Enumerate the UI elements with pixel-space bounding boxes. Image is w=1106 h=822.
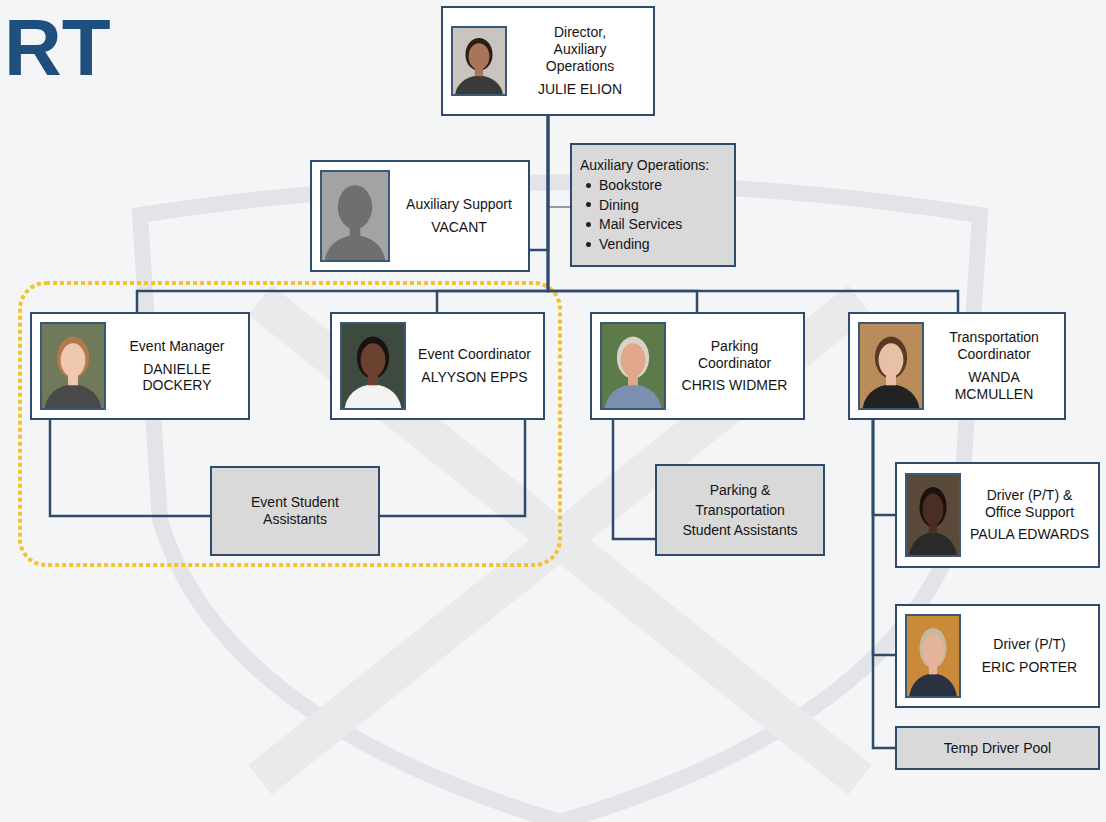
bullet-dot [586, 183, 591, 188]
org-connector [137, 116, 548, 312]
person-name: ALYYSON EPPS [421, 369, 527, 386]
group-box: Event Student Assistants [210, 466, 380, 556]
staff-box: Driver (P/T) ERIC PORTER [895, 604, 1100, 708]
group-title: Parking & Transportation Student Assista… [670, 480, 810, 541]
person-name: JULIE ELION [538, 81, 622, 98]
bullet-dot [586, 202, 591, 207]
text-column: Parking & Transportation Student Assista… [665, 480, 815, 541]
vacant-position-box: Auxiliary SupportVACANT [310, 160, 530, 272]
staff-box: Driver (P/T) & Office SupportPAULA EDWAR… [895, 462, 1100, 568]
portrait-photo [40, 322, 106, 410]
role-title: Auxiliary Support [406, 196, 512, 213]
group-box: Parking & Transportation Student Assista… [655, 464, 825, 556]
highlight-outline [20, 283, 560, 565]
person-name: ERIC PORTER [982, 659, 1077, 676]
staff-box: Event CoordinatorALYYSON EPPS [330, 312, 545, 420]
group-title: Temp Driver Pool [944, 740, 1051, 757]
director-box: Director, Auxiliary OperationsJULIE ELIO… [441, 6, 655, 116]
org-connector [613, 420, 655, 539]
role-title: Auxiliary Operations: [580, 157, 709, 174]
operations-list-box: Auxiliary Operations: BookstoreDiningMail… [570, 143, 736, 267]
person-name: CHRIS WIDMER [682, 377, 788, 394]
role-title: Driver (P/T) & Office Support [969, 487, 1090, 521]
text-column: Auxiliary SupportVACANT [398, 196, 520, 236]
bullet-row: Mail Services [580, 216, 682, 233]
org-connector [873, 420, 895, 655]
role-title: Director, Auxiliary Operations [530, 24, 630, 74]
bullet-dot [586, 242, 591, 247]
person-name: PAULA EDWARDS [970, 526, 1089, 543]
role-title: Transportation Coordinator [932, 329, 1056, 363]
text-column: Transportation CoordinatorWANDA MCMULLEN [932, 329, 1056, 402]
portrait-photo [905, 614, 961, 698]
text-column: Event ManagerDANIELLE DOCKERY [114, 338, 240, 394]
person-name: WANDA MCMULLEN [932, 369, 1056, 403]
org-connector [380, 420, 525, 516]
text-column: Director, Auxiliary OperationsJULIE ELIO… [515, 24, 645, 97]
text-column: Auxiliary Operations: BookstoreDiningMail… [580, 157, 726, 253]
portrait-photo [858, 322, 924, 410]
staff-box: Event ManagerDANIELLE DOCKERY [30, 312, 250, 420]
bullet-row: Dining [580, 197, 639, 214]
portrait-photo [600, 322, 666, 410]
org-connector [873, 420, 895, 515]
role-title: Event Coordinator [418, 346, 531, 363]
text-column: Temp Driver Pool [905, 740, 1090, 757]
portrait-photo [340, 322, 406, 410]
text-column: Driver (P/T) & Office SupportPAULA EDWAR… [969, 487, 1090, 543]
text-column: Driver (P/T) ERIC PORTER [969, 636, 1090, 676]
list-item: Bookstore [599, 177, 662, 194]
portrait-photo [451, 26, 507, 96]
group-title: Event Student Assistants [235, 494, 355, 528]
list-item: Mail Services [599, 216, 682, 233]
person-name: VACANT [431, 219, 487, 236]
org-connector [530, 116, 548, 250]
portrait-photo [320, 170, 390, 262]
portrait-photo [905, 473, 961, 557]
text-column: Event CoordinatorALYYSON EPPS [414, 346, 535, 386]
role-title: Driver (P/T) [993, 636, 1065, 653]
list-item: Vending [599, 236, 650, 253]
text-column: Parking CoordinatorCHRIS WIDMER [674, 338, 795, 394]
person-name: DANIELLE DOCKERY [114, 361, 240, 395]
group-box: Temp Driver Pool [895, 726, 1100, 770]
text-column: Event Student Assistants [220, 494, 370, 528]
org-connector [548, 116, 958, 312]
bullet-row: Vending [580, 236, 650, 253]
title-fragment: RT [4, 8, 111, 88]
role-title: Parking Coordinator [674, 338, 795, 372]
org-connector [873, 420, 895, 748]
org-connector [548, 116, 570, 207]
staff-box: Parking CoordinatorCHRIS WIDMER [590, 312, 805, 420]
bullet-dot [586, 222, 591, 227]
org-connector [50, 420, 210, 516]
staff-box: Transportation CoordinatorWANDA MCMULLEN [848, 312, 1066, 420]
role-title: Event Manager [130, 338, 225, 355]
bullet-row: Bookstore [580, 177, 662, 194]
list-item: Dining [599, 197, 639, 214]
